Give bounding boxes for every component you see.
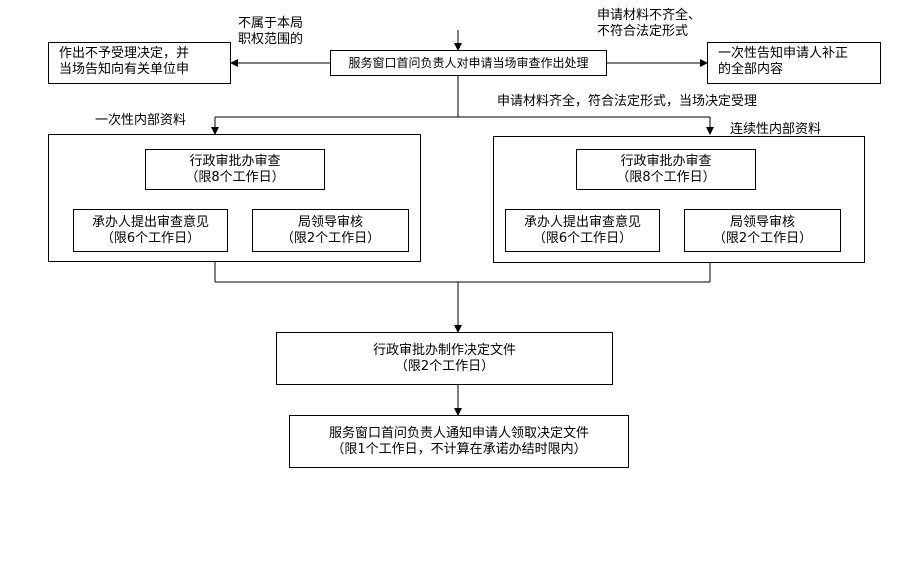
right-opinion-box: 承办人提出审查意见 （限6个工作日） <box>505 209 660 252</box>
notify-title: 服务窗口首问负责人通知申请人领取决定文件 <box>328 425 589 441</box>
right-group-label: 连续性内部资料 <box>730 122 822 137</box>
leader-limit: （限2个工作日） <box>280 230 381 246</box>
reject-line: 作出不予受理决定，并 <box>59 46 190 61</box>
opinion-title: 承办人提出审查意见 <box>91 214 209 230</box>
opinion-limit: （限6个工作日） <box>532 230 633 246</box>
notify-box: 服务窗口首问负责人通知申请人领取决定文件 （限1个工作日，不计算在承诺办结时限内… <box>289 415 629 468</box>
note-line: 申请材料不齐全、 <box>597 8 702 23</box>
note-line: 职权范围的 <box>238 32 304 47</box>
left-review-box: 行政审批办审查 （限8个工作日） <box>145 149 325 190</box>
right-review-box: 行政审批办审查 （限8个工作日） <box>576 149 756 190</box>
note-line: 不符合法定形式 <box>597 24 689 39</box>
document-title: 行政审批办制作决定文件 <box>372 342 516 358</box>
accept-note: 申请材料齐全，符合法定形式，当场决定受理 <box>497 94 758 109</box>
leader-title: 局领导审核 <box>729 214 795 230</box>
left-opinion-box: 承办人提出审查意见 （限6个工作日） <box>73 209 228 252</box>
supplement-line: 一次性告知申请人补正 <box>718 46 849 61</box>
opinion-limit: （限6个工作日） <box>100 230 201 246</box>
document-box: 行政审批办制作决定文件 （限2个工作日） <box>276 332 613 385</box>
left-group-label: 一次性内部资料 <box>95 113 187 128</box>
notify-limit: （限1个工作日，不计算在承诺办结时限内） <box>331 441 587 457</box>
incomplete-materials-note: 申请材料不齐全、 不符合法定形式 <box>597 8 701 40</box>
document-limit: （限2个工作日） <box>394 358 495 374</box>
not-in-jurisdiction-note: 不属于本局 职权范围的 <box>238 16 303 48</box>
review-limit: （限8个工作日） <box>185 169 285 185</box>
reject-box: 作出不予受理决定，并 当场告知向有关单位申 <box>48 42 231 84</box>
leader-title: 局领导审核 <box>297 214 363 230</box>
opinion-title: 承办人提出审查意见 <box>523 214 641 230</box>
review-limit: （限8个工作日） <box>616 169 716 185</box>
note-line: 不属于本局 <box>238 16 304 31</box>
initial-review-label: 服务窗口首问负责人对申请当场审查作出处理 <box>348 55 589 70</box>
review-title: 行政审批办审查 <box>189 153 281 169</box>
review-title: 行政审批办审查 <box>620 153 712 169</box>
right-leader-box: 局领导审核 （限2个工作日） <box>684 209 841 252</box>
reject-line: 当场告知向有关单位申 <box>59 62 190 77</box>
leader-limit: （限2个工作日） <box>712 230 813 246</box>
left-leader-box: 局领导审核 （限2个工作日） <box>252 209 409 252</box>
initial-review-box: 服务窗口首问负责人对申请当场审查作出处理 <box>330 50 607 76</box>
supplement-line: 的全部内容 <box>718 62 784 77</box>
supplement-box: 一次性告知申请人补正 的全部内容 <box>707 42 881 84</box>
